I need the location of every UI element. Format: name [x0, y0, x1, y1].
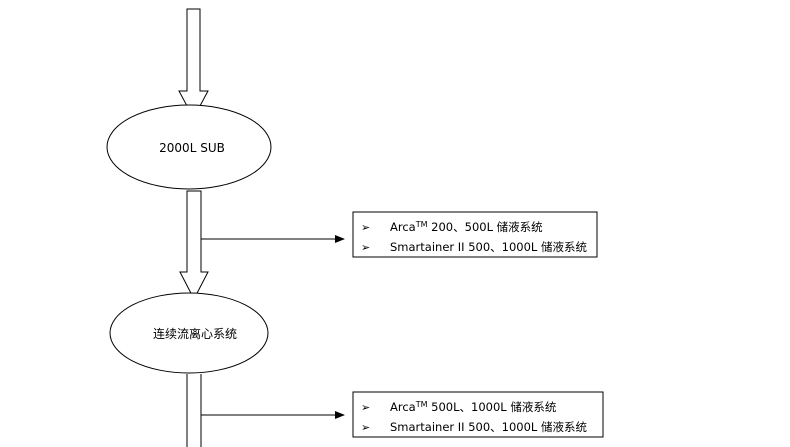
bullet-icon: ➢	[361, 421, 370, 434]
bullet-icon: ➢	[361, 221, 370, 234]
box-2-item-2: Smartainer II 500、1000L 储液系统	[390, 420, 587, 434]
storage-options-box-2: ➢ ArcaTM 500L、1000L 储液系统 ➢ Smartainer II…	[352, 391, 604, 438]
flow-arrow-sub-to-centrifuge	[179, 190, 209, 301]
node-continuous-centrifuge-label: 连续流离心系统	[153, 326, 237, 341]
bullet-icon: ➢	[361, 401, 370, 414]
storage-options-box-1: ➢ ArcaTM 200、500L 储液系统 ➢ Smartainer II 5…	[352, 211, 598, 258]
box-1-item-2: Smartainer II 500、1000L 储液系统	[390, 240, 587, 254]
flow-arrow-into-sub	[178, 8, 209, 120]
node-continuous-centrifuge: 连续流离心系统	[109, 292, 269, 374]
box-2-item-1: ArcaTM 500L、1000L 储液系统	[390, 400, 557, 414]
box-1-item-1: ArcaTM 200、500L 储液系统	[390, 220, 543, 234]
bullet-icon: ➢	[361, 241, 370, 254]
node-2000l-sub: 2000L SUB	[106, 104, 272, 190]
node-2000l-sub-label: 2000L SUB	[159, 141, 225, 155]
